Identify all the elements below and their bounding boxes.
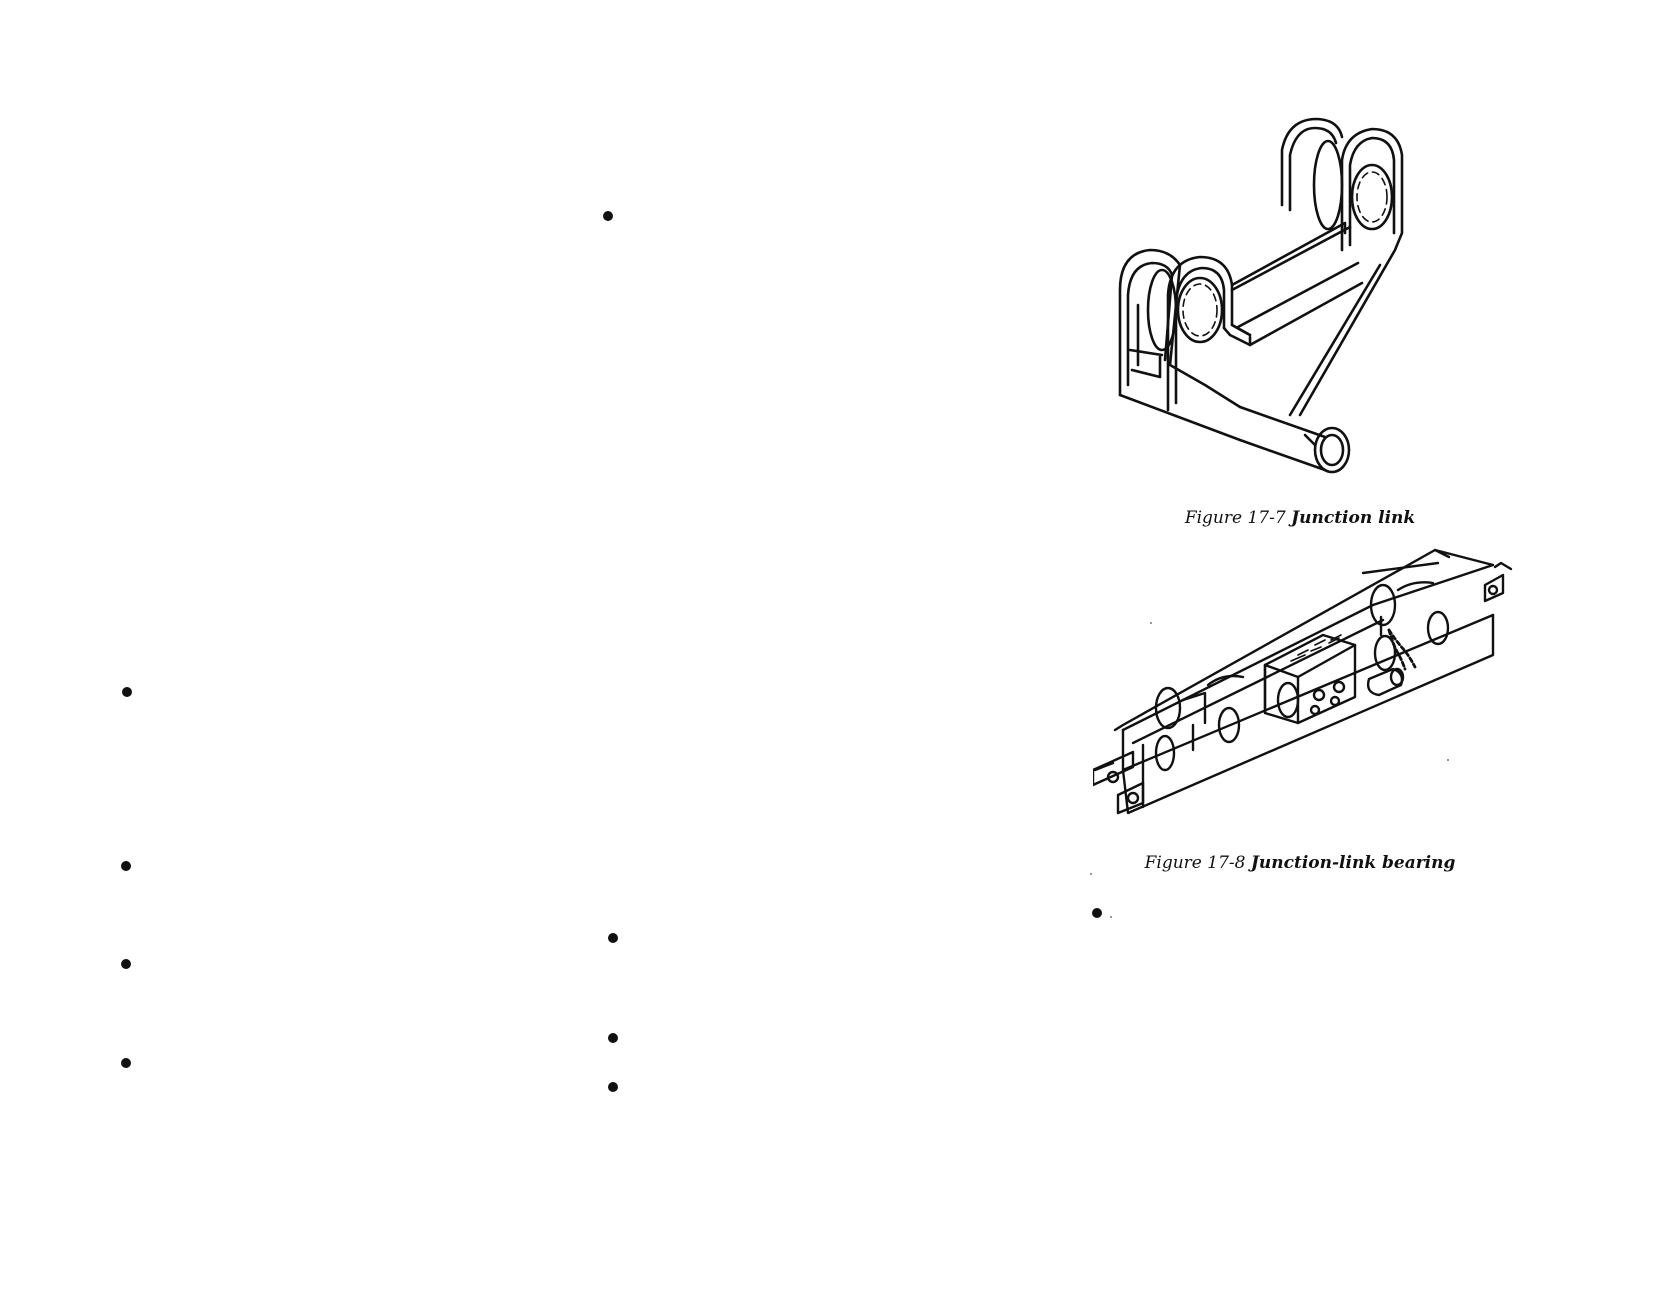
bullet-marker [122, 687, 132, 697]
bullet-marker [603, 211, 613, 221]
figure-title: Junction link [1291, 508, 1416, 528]
figure-number: Figure 17-8 [1144, 853, 1246, 873]
bullet-marker [121, 959, 131, 969]
scan-speck [1090, 873, 1092, 875]
scan-speck [1110, 916, 1112, 918]
junction-link-bearing-figure [1093, 545, 1525, 827]
bullet-marker [608, 1033, 618, 1043]
bullet-marker [121, 861, 131, 871]
junction-link-figure [1110, 115, 1490, 490]
bullet-marker [608, 933, 618, 943]
figure-number: Figure 17-7 [1184, 508, 1286, 528]
figure-17-7-caption: Figure 17-7 Junction link [1165, 508, 1435, 528]
bullet-marker [121, 1058, 131, 1068]
junction-link-bearing-drawing [1093, 548, 1513, 815]
scan-speck [1447, 759, 1449, 761]
bullet-marker [608, 1082, 618, 1092]
figure-title: Junction-link bearing [1250, 853, 1456, 873]
figure-17-8-caption: Figure 17-8 Junction-link bearing [1130, 853, 1470, 873]
bullet-marker [1092, 908, 1102, 918]
junction-link-drawing [1118, 117, 1404, 474]
scan-speck [1150, 622, 1152, 624]
